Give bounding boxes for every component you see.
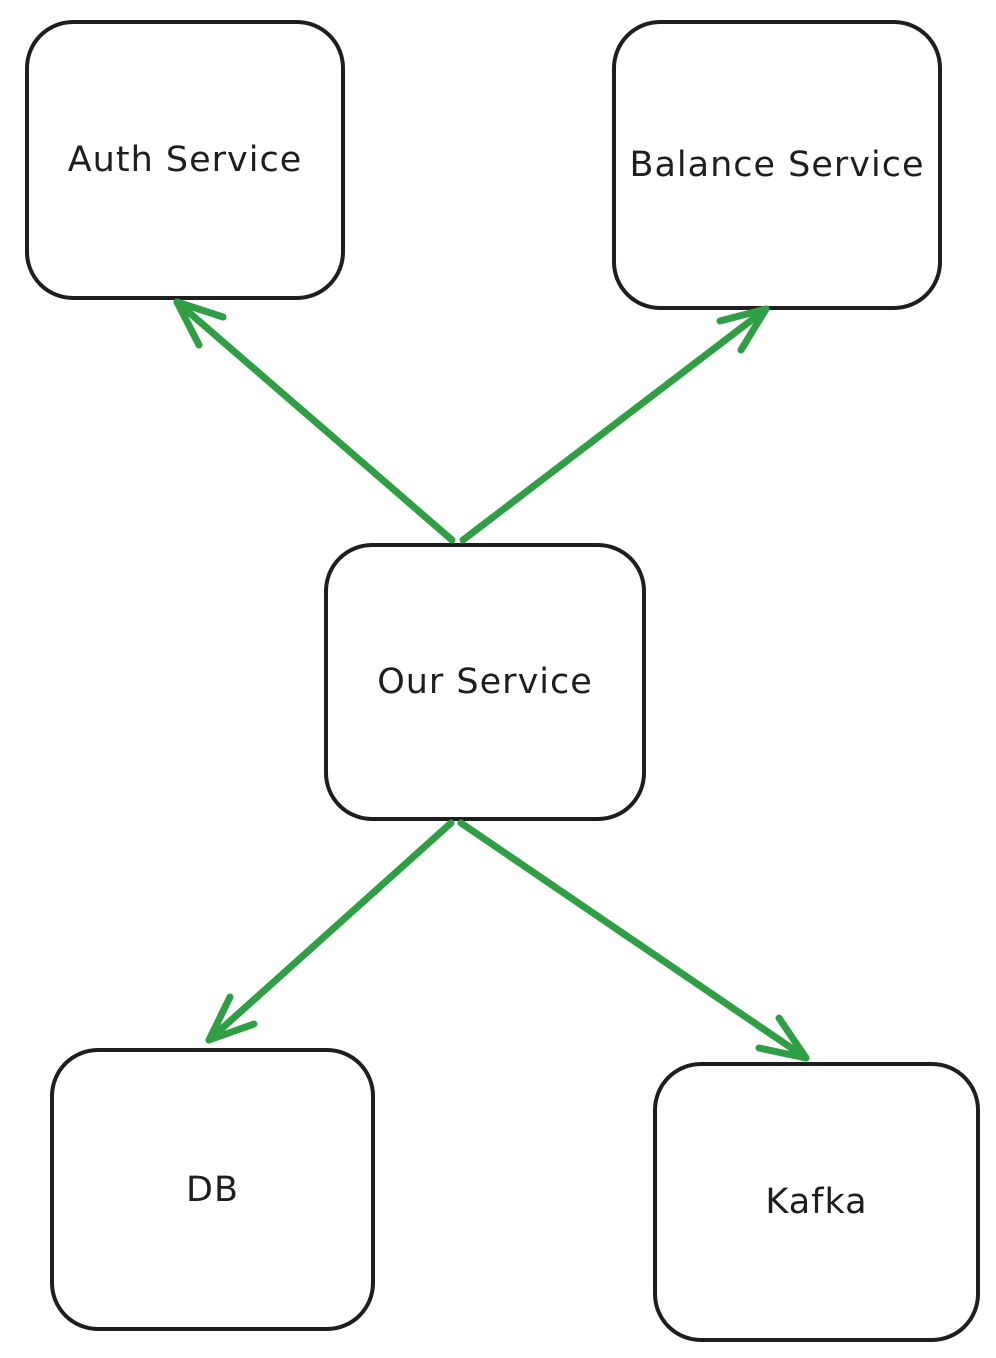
arrowhead-barb [173, 298, 203, 349]
arrow-our-service-to-balance-service [459, 305, 770, 544]
node-db: DB [50, 1048, 375, 1331]
node-auth-service: Auth Service [25, 20, 345, 300]
node-db-label: DB [186, 1169, 239, 1210]
arrow-our-service-to-auth-service [173, 298, 456, 544]
arrow-shaft [459, 305, 770, 544]
arrowhead-barb [716, 305, 770, 325]
node-kafka-label: Kafka [765, 1182, 868, 1222]
node-our-service-label: Our Service [377, 662, 593, 702]
node-balance-service: Balance Service [612, 20, 942, 310]
arrowhead-barb [205, 993, 234, 1044]
arrow-shaft [205, 819, 455, 1044]
arrowhead-barb [737, 305, 770, 354]
node-our-service: Our Service [324, 543, 646, 821]
arrowhead-barb [775, 1014, 810, 1062]
node-auth-service-label: Auth Service [67, 140, 303, 180]
arrowhead-barb [205, 1020, 258, 1044]
arrow-shaft [457, 819, 810, 1062]
arrowhead-barb [755, 1044, 810, 1062]
arrow-our-service-to-db [205, 819, 455, 1044]
node-balance-service-label: Balance Service [629, 145, 925, 185]
arrowhead-barb [173, 298, 227, 321]
node-kafka: Kafka [653, 1062, 980, 1342]
arrow-our-service-to-kafka [457, 819, 810, 1062]
arrow-shaft [173, 298, 456, 544]
